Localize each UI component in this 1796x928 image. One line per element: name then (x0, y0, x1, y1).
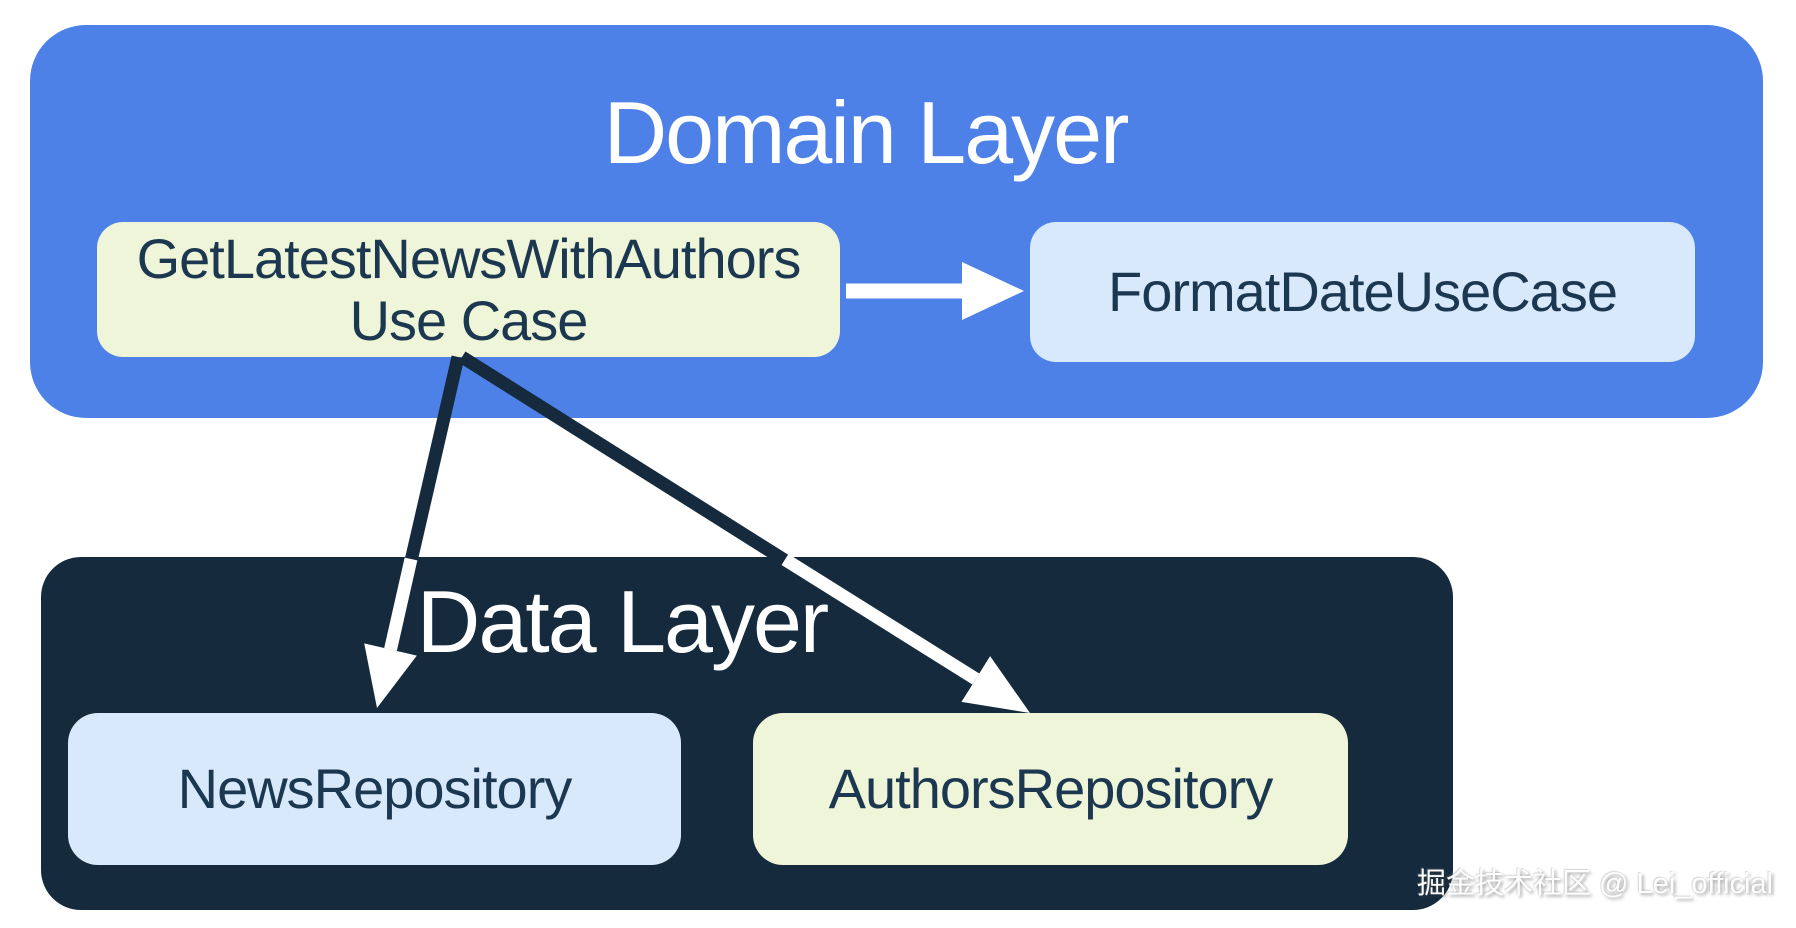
domain-layer-container: Domain Layer GetLatestNewsWithAuthors Us… (30, 25, 1763, 418)
node-label: GetLatestNewsWithAuthors (136, 226, 802, 290)
watermark: 掘金技术社区 @ Lei_official (1416, 868, 1773, 900)
node-authors-repository: AuthorsRepository (753, 713, 1348, 865)
node-news-repository: NewsRepository (68, 713, 681, 865)
node-get-latest-news-with-authors-use-case: GetLatestNewsWithAuthors Use Case (97, 222, 840, 357)
node-label: Use Case (349, 288, 589, 352)
data-layer-title: Data Layer (416, 572, 829, 671)
domain-layer-title: Domain Layer (603, 83, 1130, 182)
node-label: NewsRepository (177, 757, 573, 820)
node-format-date-use-case: FormatDateUseCase (1030, 222, 1695, 362)
node-label: FormatDateUseCase (1108, 260, 1618, 323)
node-label: AuthorsRepository (828, 757, 1274, 820)
data-layer-container: Data Layer NewsRepository AuthorsReposit… (41, 557, 1453, 910)
